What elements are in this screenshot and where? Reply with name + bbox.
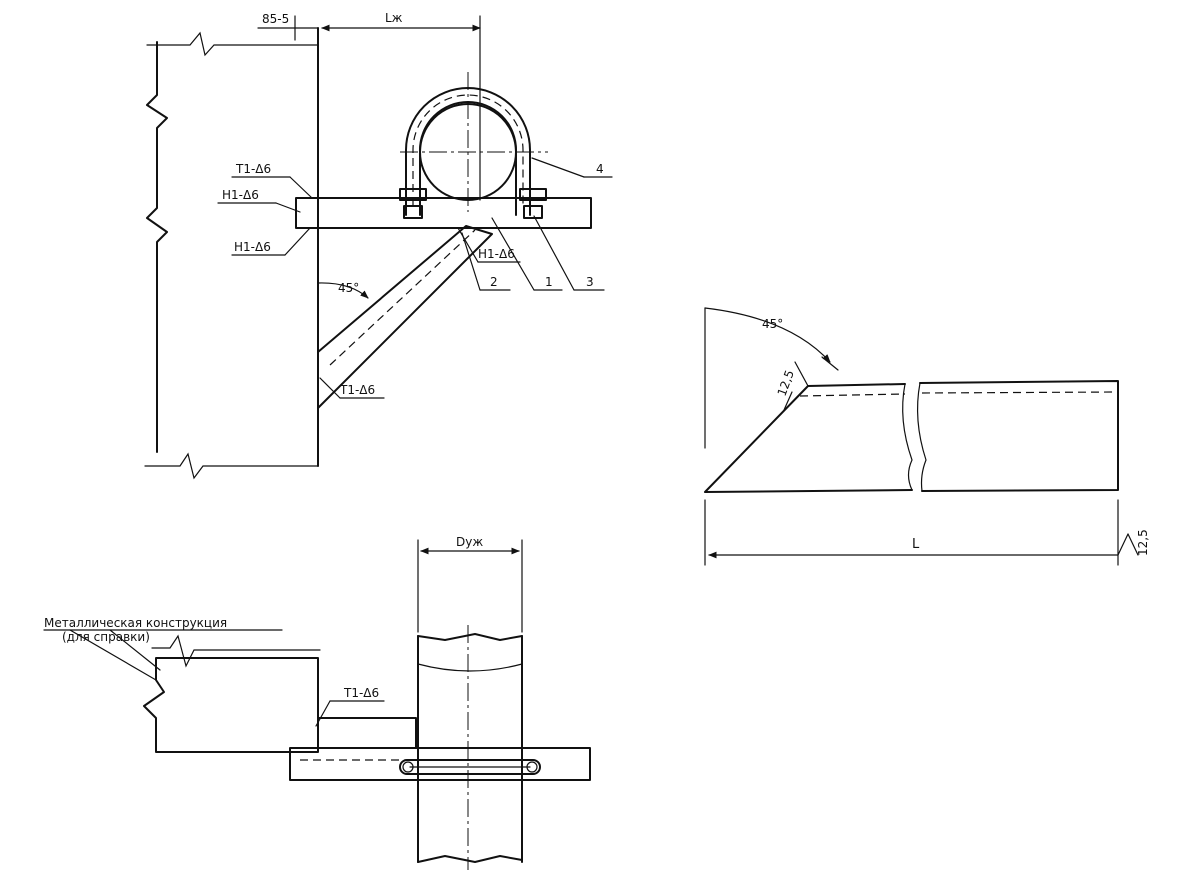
callout-3: 3 [586, 275, 594, 289]
part-outline-right [919, 380, 1119, 492]
nut-left-top [399, 188, 427, 201]
callout-1: 1 [545, 275, 553, 289]
plan-view: Металлическая конструкция (для справки) … [43, 535, 591, 870]
u-bolt [405, 87, 531, 216]
wall-outline [146, 41, 168, 453]
dim-length-l: L [912, 537, 920, 552]
chamfer-left: 12,5 [775, 368, 797, 398]
wall-top-break [146, 31, 319, 57]
weld-t1-plan: T1-Δ6 [343, 686, 379, 700]
nut-left-bottom [403, 205, 423, 219]
callout-4: 4 [596, 162, 604, 176]
part-detail-view: 45° 12,5 L 12,5 [704, 307, 1150, 566]
diagonal-brace [317, 225, 493, 409]
weld-h1-top: H1-Δ6 [222, 188, 259, 202]
plan-clamp [399, 759, 541, 775]
plan-lower-plate [289, 747, 591, 781]
callout-2: 2 [490, 275, 498, 289]
plan-upper-plate [317, 717, 417, 749]
weld-t1-brace: T1-Δ6 [339, 383, 375, 397]
angle-45-elevation: 45° [338, 281, 359, 295]
weld-t1-top: T1-Δ6 [235, 162, 271, 176]
nut-right-top [519, 188, 547, 201]
structure-label-line2: (для справки) [62, 630, 150, 644]
structure-label-line1: Металлическая конструкция [44, 616, 227, 630]
weld-h1-brace: H1-Δ6 [478, 247, 515, 261]
horizontal-plate [295, 197, 592, 229]
angle-45-part: 45° [762, 317, 783, 331]
dim-offset: 85-5 [262, 12, 289, 26]
part-outline-left [704, 383, 913, 493]
nut-right-bottom [523, 205, 543, 219]
wall-bottom-break [144, 452, 319, 480]
dim-length-lzh: Lж [385, 11, 403, 25]
weld-h1-bottom: H1-Δ6 [234, 240, 271, 254]
chamfer-right: 12,5 [1136, 529, 1150, 556]
dim-diameter-dyzh: Dyж [456, 535, 483, 549]
elevation-view: 85-5 Lж 45° T1-Δ6 H1-Δ6 H1-Δ6 [144, 11, 613, 480]
metal-structure [143, 657, 319, 753]
